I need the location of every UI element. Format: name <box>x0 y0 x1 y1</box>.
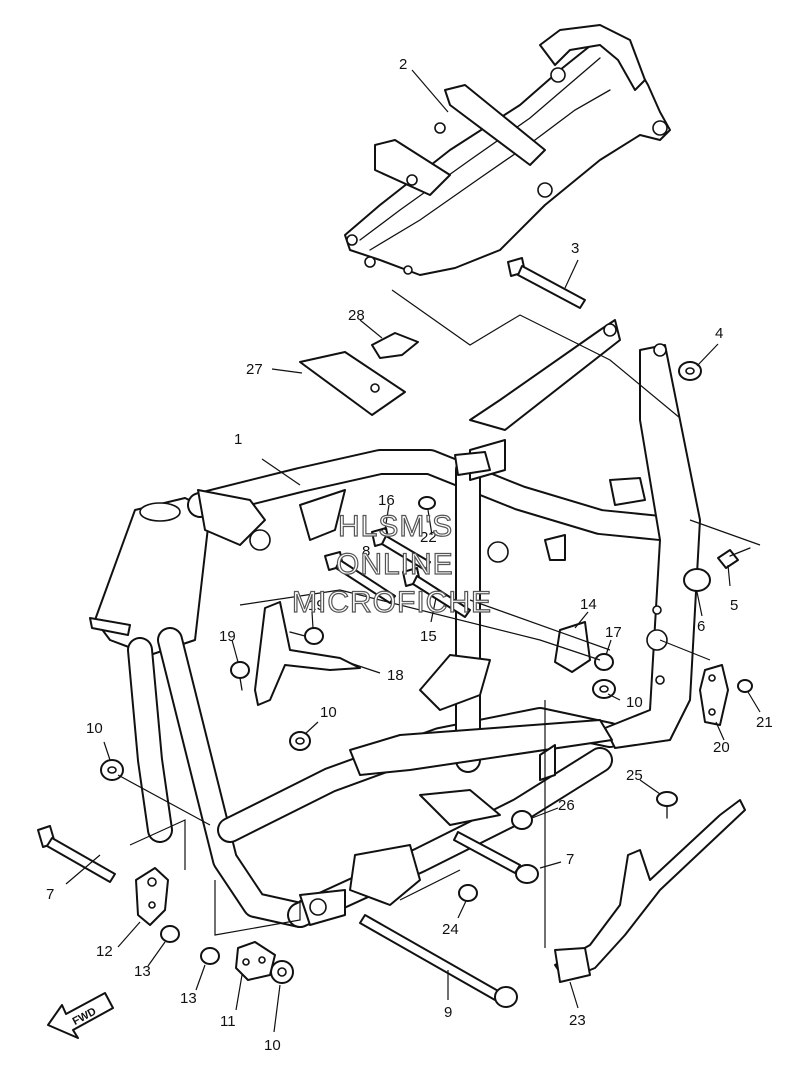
part-10-nut-a[interactable] <box>100 759 124 781</box>
part-11-bracket[interactable] <box>235 941 276 981</box>
callout-1: 1 <box>234 431 242 448</box>
callout-15: 15 <box>420 628 437 645</box>
callout-7-right: 7 <box>566 851 574 868</box>
part-9-long-bolt[interactable] <box>359 914 518 1008</box>
part-19-bolt-b[interactable] <box>230 661 250 691</box>
callout-5: 5 <box>730 597 738 614</box>
callout-2: 2 <box>399 56 407 73</box>
part-27-plate[interactable] <box>299 351 406 416</box>
callout-3: 3 <box>571 240 579 257</box>
part-15-bolt[interactable] <box>402 567 471 618</box>
watermark: HLSM'S ONLINE MICROFICHE <box>291 509 492 619</box>
callout-23: 23 <box>569 1012 586 1029</box>
callout-25: 25 <box>626 767 643 784</box>
part-21-bolt[interactable] <box>737 679 753 693</box>
callout-12: 12 <box>96 943 113 960</box>
callout-6: 6 <box>697 618 705 635</box>
callout-14: 14 <box>580 596 597 613</box>
callout-19-upper: 19 <box>308 597 325 614</box>
part-2-rear-subframe[interactable] <box>344 24 671 276</box>
callout-11: 11 <box>220 1013 236 1030</box>
callout-10-bottom: 10 <box>264 1037 281 1054</box>
part-17-nut[interactable] <box>594 653 614 671</box>
part-25-bolt[interactable] <box>656 791 678 819</box>
callout-19-lower: 19 <box>219 628 236 645</box>
part-28-clip[interactable] <box>371 332 419 359</box>
callout-22: 22 <box>420 529 437 546</box>
part-10-nut-d[interactable] <box>270 960 294 984</box>
part-7-bolt-left[interactable] <box>37 825 116 883</box>
part-26-cap[interactable] <box>511 810 533 830</box>
part-19-bolt-a[interactable] <box>289 627 324 645</box>
part-13-bolt-a[interactable] <box>160 925 180 943</box>
callout-7-left: 7 <box>46 886 54 903</box>
part-18-plate[interactable] <box>254 601 361 706</box>
watermark-line-3: MICROFICHE <box>292 586 492 619</box>
callout-9: 9 <box>444 1004 452 1021</box>
part-10-nut-c[interactable] <box>592 679 616 699</box>
part-24-bolt[interactable] <box>458 884 478 902</box>
callout-8: 8 <box>362 543 370 560</box>
callout-10-center: 10 <box>320 704 337 721</box>
callout-13-right: 13 <box>180 990 197 1007</box>
part-13-bolt-b[interactable] <box>200 947 220 965</box>
callout-20: 20 <box>713 739 730 756</box>
callout-21: 21 <box>756 714 773 731</box>
callout-27: 27 <box>246 361 263 378</box>
callout-17: 17 <box>605 624 622 641</box>
fwd-direction-badge: FWD <box>47 992 114 1039</box>
part-10-nut-b[interactable] <box>289 731 311 751</box>
part-14-bracket[interactable] <box>554 621 591 673</box>
part-12-bracket[interactable] <box>135 867 169 926</box>
watermark-line-2: ONLINE <box>336 548 454 581</box>
part-1-main-frame[interactable] <box>89 319 701 928</box>
part-6-cap[interactable] <box>683 568 711 592</box>
callout-28: 28 <box>348 307 365 324</box>
callout-13-left: 13 <box>134 963 151 980</box>
callout-18: 18 <box>387 667 404 684</box>
watermark-line-1: HLSM'S <box>338 510 453 543</box>
part-20-plate[interactable] <box>699 664 729 726</box>
callout-labels: 2 3 28 4 27 1 16 22 8 5 19 14 6 15 17 19… <box>46 56 773 1054</box>
part-16-bolt[interactable] <box>371 527 431 571</box>
part-22-collar[interactable] <box>418 496 436 510</box>
callout-26: 26 <box>558 797 575 814</box>
part-4-nut[interactable] <box>678 361 702 381</box>
callout-16: 16 <box>378 492 395 509</box>
part-5-bolt[interactable] <box>717 547 751 569</box>
callout-4: 4 <box>715 325 723 342</box>
leader-lines <box>65 69 761 1033</box>
callout-10-right: 10 <box>626 694 643 711</box>
callout-24: 24 <box>442 921 459 938</box>
part-23-stand-bracket[interactable] <box>554 799 746 983</box>
callout-10-left: 10 <box>86 720 103 737</box>
part-3-bolt[interactable] <box>507 257 586 309</box>
part-7-bolt-right[interactable] <box>453 831 539 884</box>
